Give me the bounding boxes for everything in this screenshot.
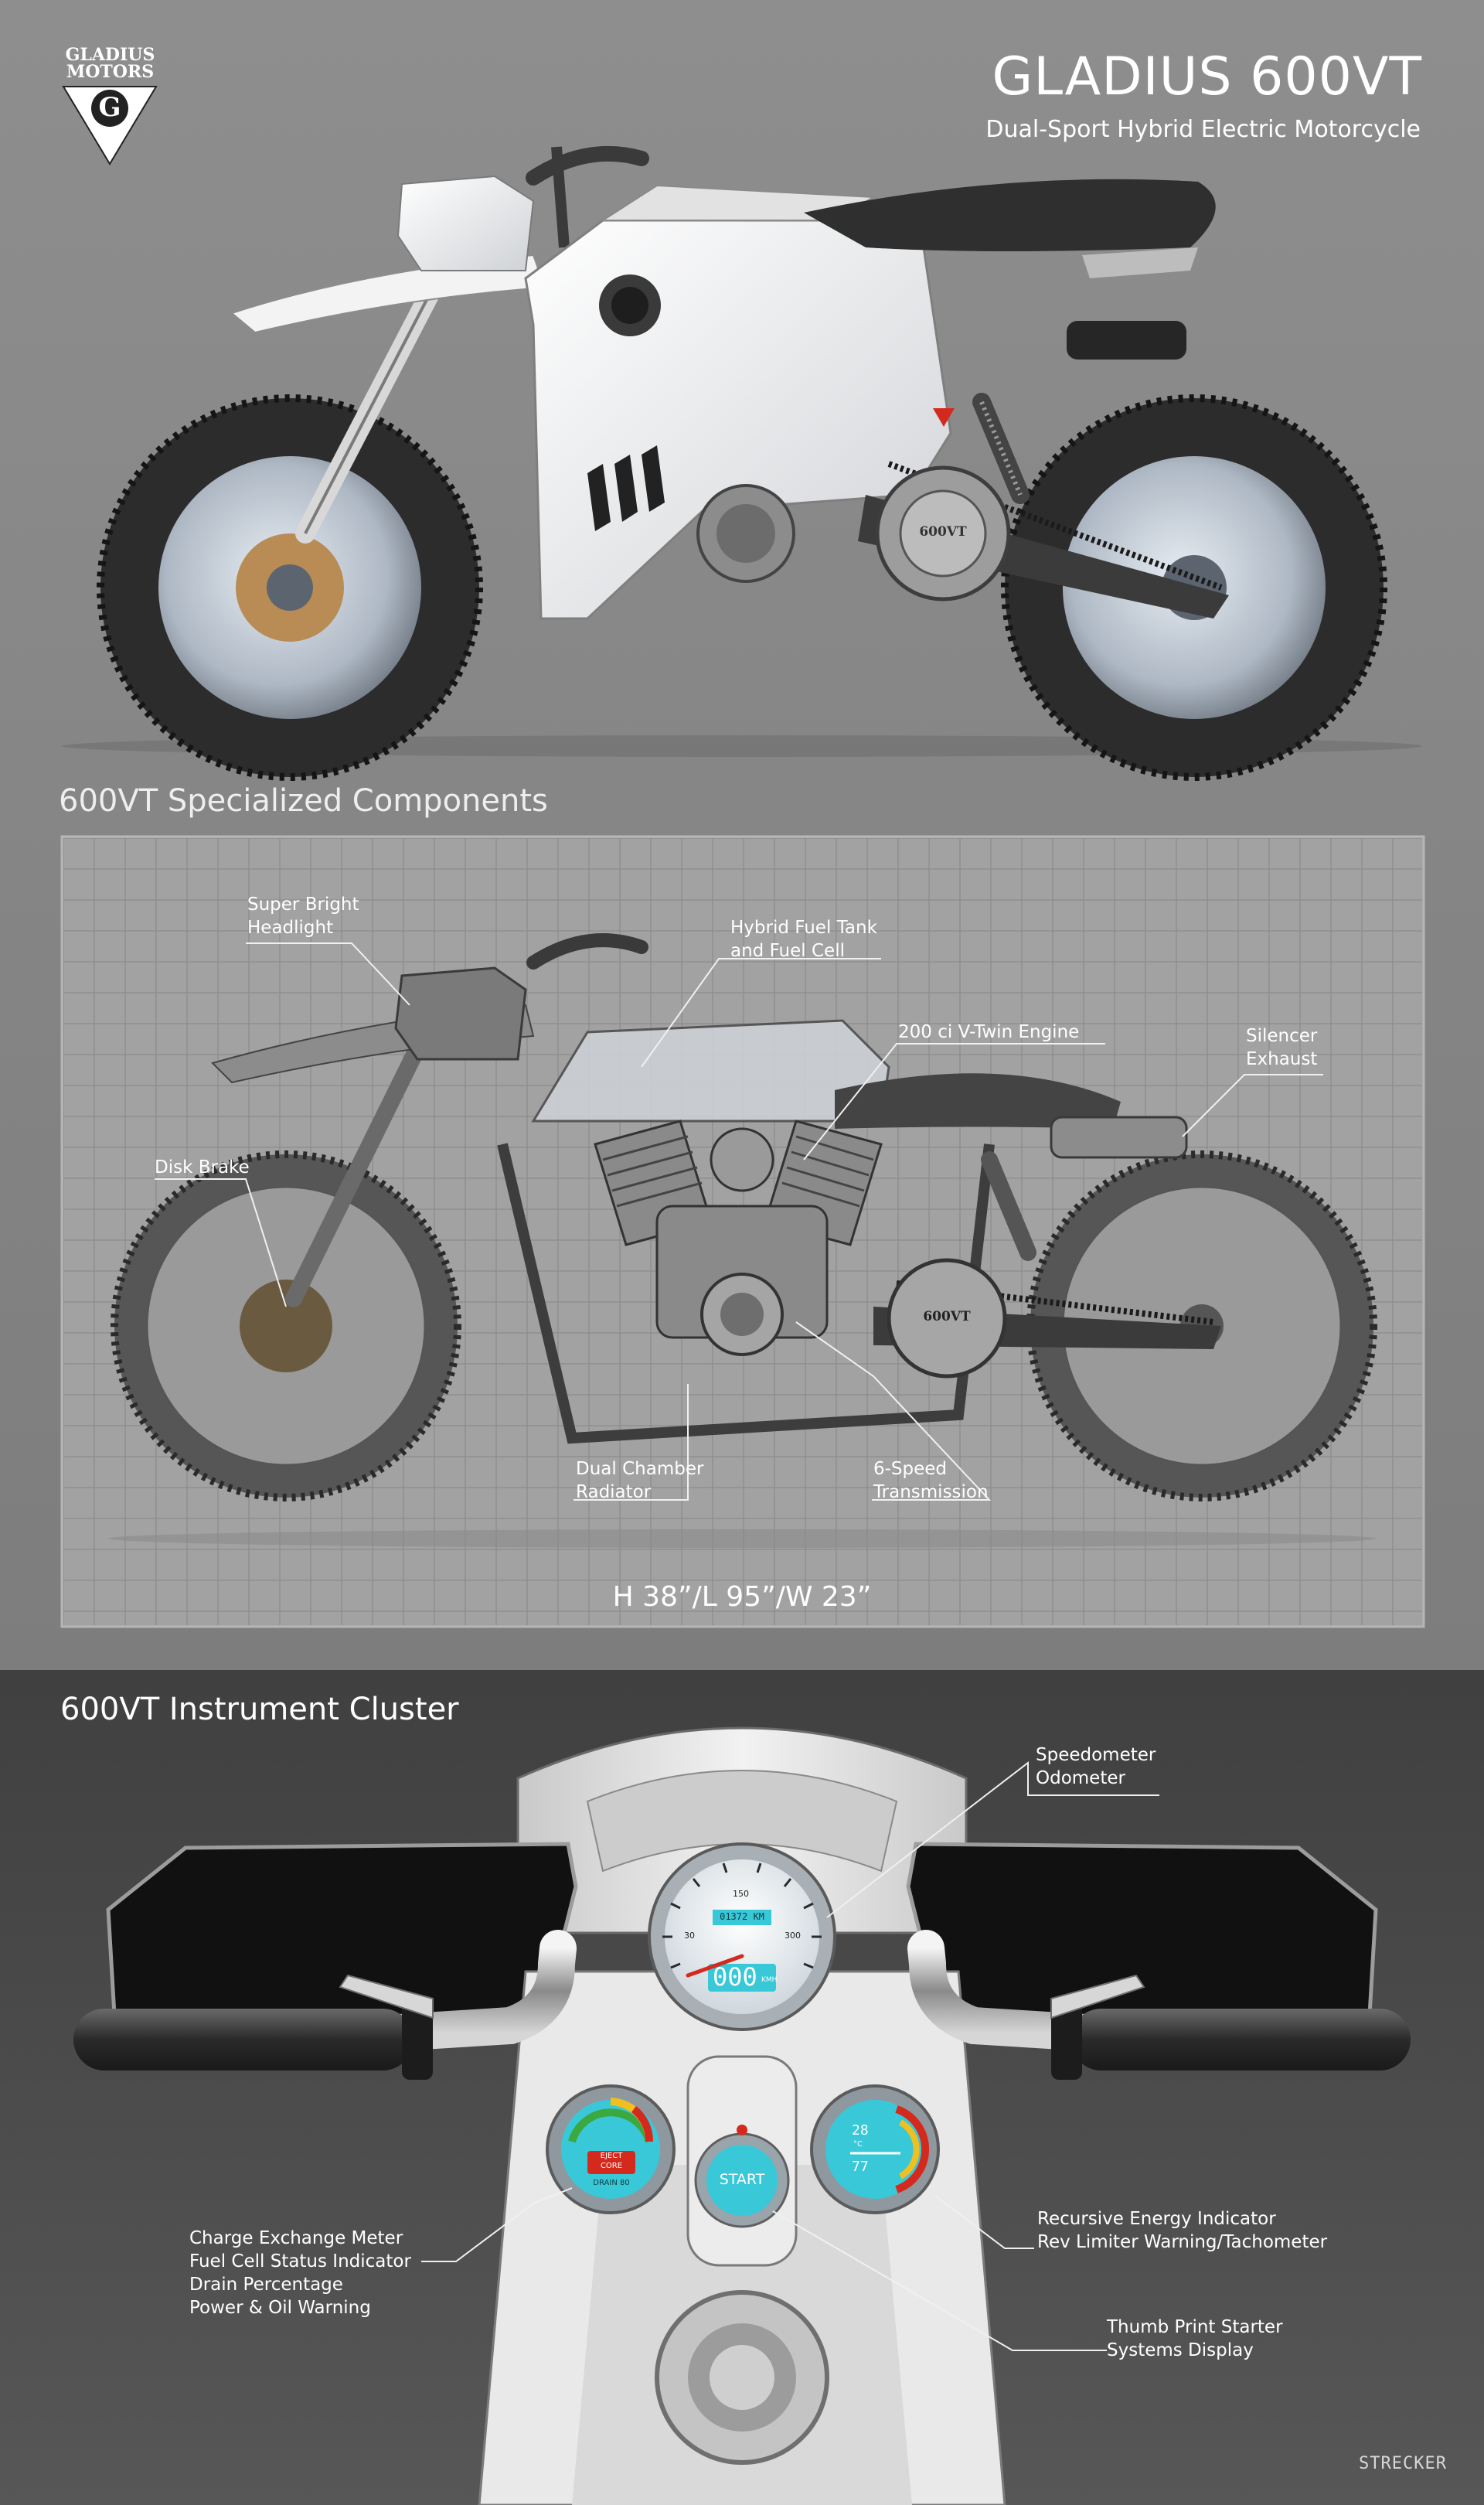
instrument-cluster: [73, 1726, 1411, 2505]
label-fuel-tank-line2: and Fuel Cell: [730, 941, 845, 961]
component-leader-lines: [155, 942, 1323, 1501]
label-charge-meter-line2: Fuel Cell Status Indicator: [189, 2251, 411, 2272]
brand-logo: [62, 86, 158, 165]
label-radiator: Dual Chamber Radiator: [576, 1457, 703, 1504]
instrument-leader-lines: [421, 1760, 1159, 2351]
instruments-title: 600VT Instrument Cluster: [60, 1692, 459, 1727]
speedo-tick-30: 30: [684, 1931, 695, 1941]
label-radiator-line2: Radiator: [576, 1482, 652, 1502]
label-transmission: 6-Speed Transmission: [873, 1457, 989, 1504]
page-subtitle: Dual-Sport Hybrid Electric Motorcycle: [985, 116, 1421, 143]
page-title: GLADIUS 600VT: [992, 46, 1422, 107]
label-charge-meter: Charge Exchange Meter Fuel Cell Status I…: [189, 2227, 411, 2319]
label-engine: 200 ci V-Twin Engine: [898, 1021, 1079, 1044]
label-thumb-starter-line2: Systems Display: [1107, 2340, 1254, 2360]
label-exhaust-line2: Exhaust: [1246, 1049, 1318, 1069]
top-motorcycle: [62, 145, 1422, 781]
label-headlight: Super Bright Headlight: [247, 893, 359, 939]
brand-badge-letter: G: [98, 92, 121, 123]
label-energy-indicator-line1: Recursive Energy Indicator: [1037, 2209, 1276, 2229]
label-radiator-line1: Dual Chamber: [576, 1459, 704, 1479]
label-headlight-line1: Super Bright: [247, 895, 359, 915]
right-gauge-top: 28: [852, 2122, 869, 2139]
label-charge-meter-line1: Charge Exchange Meter: [189, 2228, 403, 2248]
label-speedometer-line1: Speedometer: [1036, 1745, 1156, 1765]
brand-name-line1: GLADIUS: [65, 45, 155, 65]
blueprint-bike-badge: 600VT: [923, 1309, 971, 1324]
label-headlight-line2: Headlight: [247, 918, 334, 938]
start-button-label: START: [719, 2171, 765, 2188]
label-fuel-tank: Hybrid Fuel Tank and Fuel Cell: [730, 916, 877, 963]
brand-name-line2: MOTORS: [66, 62, 155, 82]
label-energy-indicator: Recursive Energy Indicator Rev Limiter W…: [1037, 2207, 1327, 2254]
label-speedometer: Speedometer Odometer: [1036, 1743, 1156, 1790]
blueprint-panel: [60, 835, 1425, 1628]
label-disk-brake-line1: Disk Brake: [155, 1157, 250, 1178]
dimensions-label: H 38”/L 95”/W 23”: [612, 1581, 872, 1613]
label-charge-meter-line4: Power & Oil Warning: [189, 2298, 371, 2318]
left-gauge-line3: DRAIN 80: [593, 2179, 630, 2187]
left-gauge-line2: CORE: [600, 2162, 623, 2170]
artist-signature: STRECKER: [1359, 2454, 1447, 2473]
label-energy-indicator-line2: Rev Limiter Warning/Tachometer: [1037, 2232, 1328, 2252]
label-disk-brake: Disk Brake: [155, 1156, 250, 1179]
bike-badge: 600VT: [919, 524, 967, 540]
label-engine-line1: 200 ci V-Twin Engine: [898, 1022, 1080, 1042]
speed-unit: KMH: [761, 1976, 778, 1984]
speedo-tick-150: 150: [733, 1889, 749, 1899]
left-gauge-line1: EJECT: [600, 2152, 623, 2160]
label-fuel-tank-line1: Hybrid Fuel Tank: [730, 918, 877, 938]
components-title: 600VT Specialized Components: [59, 783, 548, 819]
right-gauge-mid: °C: [853, 2140, 863, 2149]
label-exhaust-line1: Silencer: [1246, 1026, 1318, 1046]
label-thumb-starter: Thumb Print Starter Systems Display: [1107, 2316, 1283, 2362]
label-speedometer-line2: Odometer: [1036, 1768, 1125, 1788]
label-exhaust: Silencer Exhaust: [1246, 1024, 1317, 1071]
label-transmission-line1: 6-Speed: [873, 1459, 948, 1479]
speed-readout: 000: [713, 1962, 757, 1992]
odometer-readout: 01372 KM: [720, 1911, 764, 1922]
label-thumb-starter-line1: Thumb Print Starter: [1107, 2317, 1283, 2337]
right-gauge-bottom: 77: [852, 2159, 869, 2175]
label-charge-meter-line3: Drain Percentage: [189, 2275, 343, 2295]
label-transmission-line2: Transmission: [873, 1482, 989, 1502]
speedo-tick-300: 300: [785, 1931, 801, 1941]
